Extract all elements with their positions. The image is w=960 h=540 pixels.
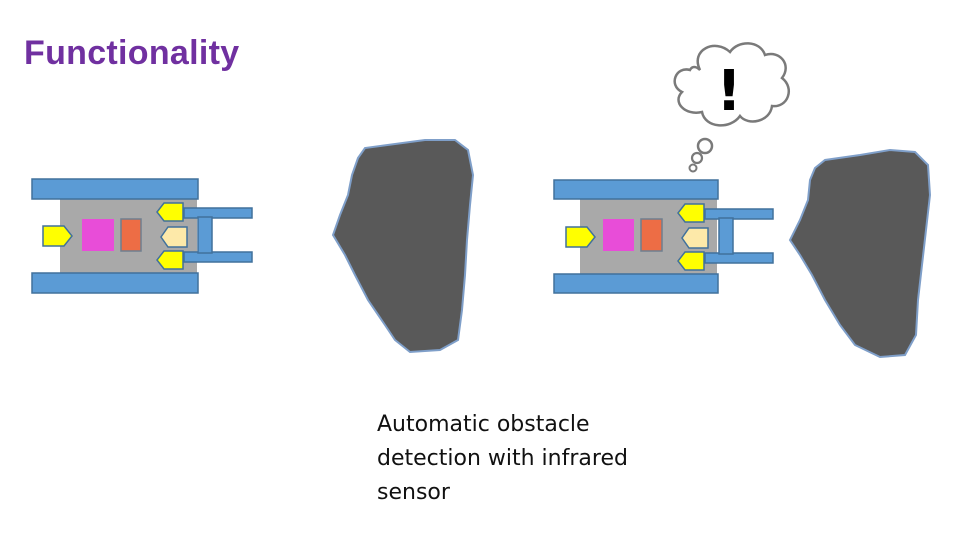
bumper-bottom-arm <box>183 251 253 263</box>
robot-top-rail <box>553 179 719 200</box>
robot-bottom-rail <box>31 272 199 294</box>
front-sensor-bottom-icon <box>156 250 184 270</box>
bumper-top-arm <box>183 207 253 219</box>
robot-top-rail <box>31 178 199 200</box>
front-sensor-top-icon <box>677 203 705 223</box>
rear-sensor-icon <box>565 226 596 248</box>
obstacle-left-rock-icon <box>331 139 475 354</box>
bumper-vertical <box>718 217 734 255</box>
chip-orange <box>120 218 142 252</box>
thought-bubble-icon: ! <box>673 42 791 173</box>
caption-line-3: sensor <box>377 480 450 505</box>
robot-right <box>553 179 774 294</box>
caption-line-2: detection with infrared <box>377 446 628 471</box>
bumper-bottom-arm <box>704 252 774 264</box>
caption: Automatic obstacle detection with infrar… <box>377 408 677 510</box>
rear-sensor-icon <box>42 225 73 247</box>
bumper-top-arm <box>704 208 774 220</box>
robot-left <box>31 178 253 294</box>
caption-line-1: Automatic obstacle <box>377 412 590 437</box>
chip-magenta <box>82 219 114 251</box>
bumper-vertical <box>197 216 213 254</box>
robot-bottom-rail <box>553 273 719 294</box>
obstacle-right-rock-icon <box>788 148 932 359</box>
chip-magenta <box>603 219 634 251</box>
front-sensor-top-icon <box>156 202 184 222</box>
thought-bubble-text: ! <box>716 59 742 124</box>
front-sensor-bottom-icon <box>677 251 705 271</box>
front-sensor-mid-icon <box>681 227 709 249</box>
slide-title: Functionality <box>24 34 240 72</box>
front-sensor-mid-icon <box>160 226 188 248</box>
chip-orange <box>640 218 663 252</box>
